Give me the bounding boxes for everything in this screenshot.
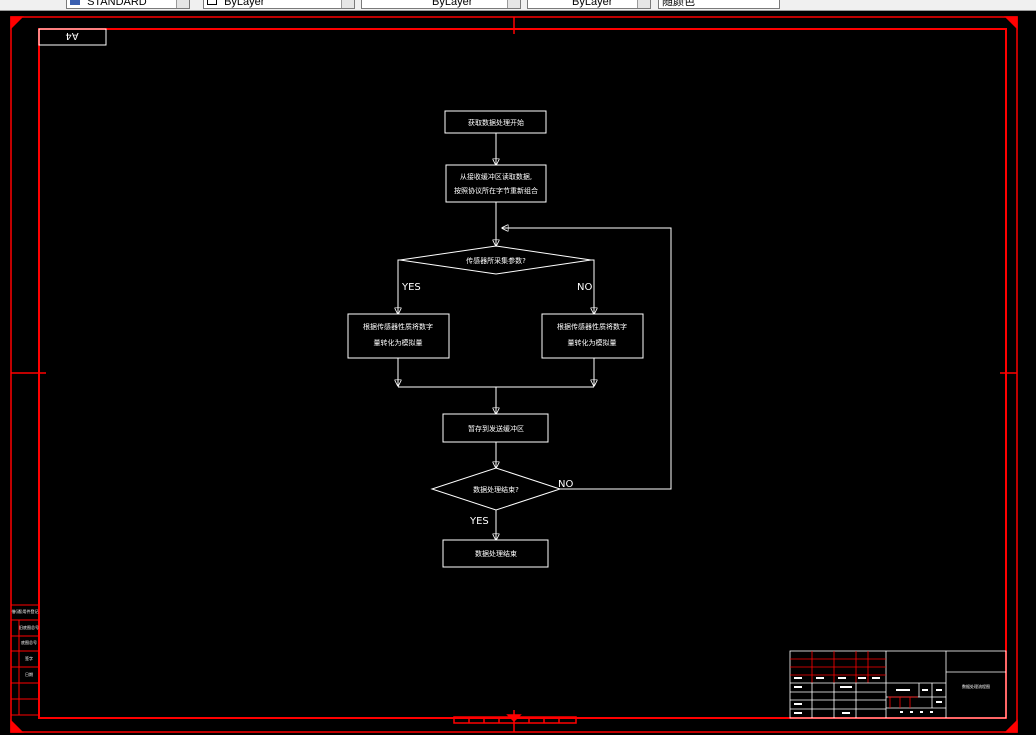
chevron-down-icon — [176, 0, 189, 8]
store-text: 暂存到发送缓冲区 — [468, 424, 524, 433]
corner-mark-tl — [10, 16, 24, 30]
loop-back-line — [502, 228, 672, 490]
decision-type-text: 传感器所采集参数? — [466, 256, 526, 265]
text-style-dropdown[interactable]: STANDARD — [66, 0, 190, 9]
chevron-down-icon — [341, 0, 354, 8]
left-convert-text-1: 根据传感器性质将数字 — [363, 322, 433, 331]
revision-grid — [790, 651, 918, 708]
plotstyle-dropdown[interactable]: 随颜色 — [658, 0, 780, 9]
title-block-markings — [794, 677, 942, 714]
linetype-value: ByLayer — [432, 0, 473, 8]
side-label-2: 旧底图总号 — [19, 624, 39, 630]
lineweight-value: ByLayer — [572, 0, 613, 8]
color-dropdown[interactable]: ByLayer — [203, 0, 355, 9]
end-yes-label: YES — [469, 516, 489, 527]
style-icon — [70, 0, 80, 5]
sheet-size-label: A4 — [65, 30, 78, 41]
signature-grid — [790, 682, 886, 718]
read-text-1: 从接收缓冲区读取数据, — [460, 172, 532, 181]
side-registration-table — [10, 604, 40, 716]
start-text: 获取数据处理开始 — [468, 118, 524, 127]
color-value: ByLayer — [224, 0, 265, 8]
right-convert-text-1: 根据传感器性质将数字 — [557, 322, 627, 331]
read-text-2: 按照协议所在字节重新组合 — [454, 186, 538, 195]
side-label-4: 签字 — [25, 655, 33, 661]
text-style-value: STANDARD — [87, 0, 147, 8]
linetype-dropdown[interactable]: ByLayer — [361, 0, 521, 9]
decision-end-text: 数据处理结束? — [473, 485, 519, 494]
drawing-canvas[interactable]: A4 借(通)用件登记 旧底图总号 底图总号 签字 日期 — [0, 11, 1036, 735]
lineweight-dropdown[interactable]: ByLayer — [527, 0, 651, 9]
title-block — [789, 650, 1007, 719]
side-labels: 借(通)用件登记 旧底图总号 底图总号 签字 日期 — [11, 608, 39, 677]
read-box — [445, 164, 547, 203]
right-convert-box — [541, 313, 644, 359]
no-label: NO — [577, 282, 592, 293]
side-label-5: 日期 — [25, 671, 33, 677]
chevron-down-icon — [507, 0, 520, 8]
sheet-size-box: A4 — [38, 28, 107, 46]
corner-mark-br — [1004, 719, 1018, 733]
drawing-title: 数据处理流程图 — [962, 683, 990, 689]
end-no-label: NO — [558, 479, 573, 490]
side-label-1: 借(通)用件登记 — [11, 608, 38, 614]
right-convert-text-2: 量转化为模拟量 — [568, 338, 617, 347]
plotstyle-value: 随颜色 — [662, 0, 695, 8]
finish-box — [442, 539, 549, 568]
left-convert-box — [347, 313, 450, 359]
flowchart-labels: 获取数据处理开始 从接收缓冲区读取数据, 按照协议所在字节重新组合 传感器所采集… — [363, 118, 627, 558]
chevron-down-icon — [637, 0, 650, 8]
yes-label: YES — [401, 282, 421, 293]
arrow-no-branch — [591, 259, 594, 314]
corner-mark-tr — [1004, 16, 1018, 30]
color-swatch-icon — [207, 0, 217, 5]
flowchart — [347, 110, 672, 568]
side-label-3: 底图总号 — [21, 639, 37, 645]
decision-sensor-type — [399, 245, 592, 275]
corner-mark-bl — [10, 719, 24, 733]
finish-text: 数据处理结束 — [475, 549, 517, 558]
properties-toolbar: STANDARD ByLayer ByLayer ByLayer 随颜色 — [0, 0, 1036, 11]
sheet-frame — [10, 16, 1018, 733]
branch-labels: YES NO NO YES — [401, 282, 592, 527]
left-convert-text-2: 量转化为模拟量 — [374, 338, 423, 347]
inner-border — [38, 28, 1007, 719]
arrow-yes-branch — [398, 259, 400, 314]
